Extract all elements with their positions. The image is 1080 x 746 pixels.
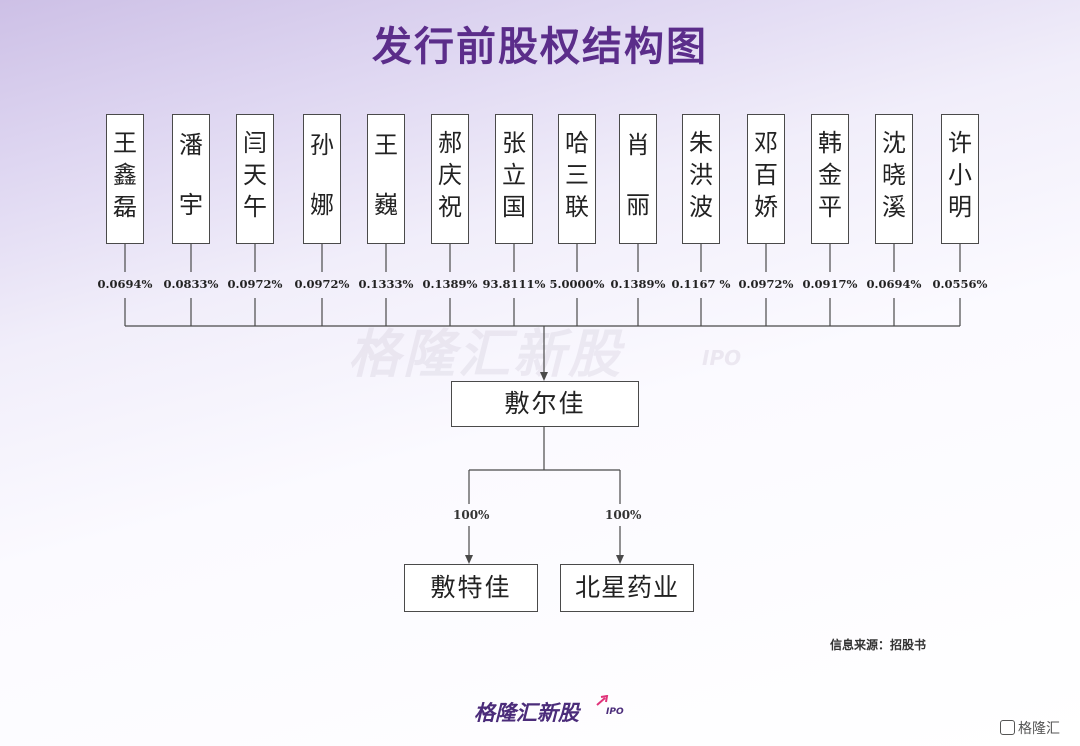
- shareholder-box: 沈晓溪: [875, 114, 913, 244]
- shareholder-name-char: 溪: [882, 193, 906, 221]
- footer-logo-brand: 格隆汇新股: [474, 701, 579, 725]
- shareholding-percent: 0.0972%: [294, 277, 350, 291]
- shareholder-name-char: 联: [565, 193, 589, 221]
- shareholder-name-char: 庆: [438, 161, 462, 189]
- shareholding-percent: 0.1389%: [422, 277, 478, 291]
- shareholding-percent: 0.0694%: [97, 277, 153, 291]
- corner-logo: 格隆汇: [1000, 718, 1060, 738]
- shareholder-box: 王巍: [367, 114, 405, 244]
- footer-logo-ipo: IPO: [606, 707, 624, 717]
- shareholder-box: 哈三联: [558, 114, 596, 244]
- corner-logo-text: 格隆汇: [1018, 721, 1060, 737]
- shareholder-box: 韩金平: [811, 114, 849, 244]
- shareholder-name-char: 金: [818, 161, 842, 189]
- shareholder-name-char: 许: [948, 129, 972, 157]
- shareholding-percent: 0.0972%: [227, 277, 283, 291]
- shareholder-name-char: 鑫: [113, 161, 137, 189]
- shareholder-name-char: 肖: [626, 131, 650, 159]
- shareholder-name-char: 孙: [310, 131, 334, 159]
- page-title: 发行前股权结构图: [372, 24, 708, 70]
- shareholder-box: 郝庆祝: [431, 114, 469, 244]
- logo-arrow-icon: [596, 695, 609, 706]
- shareholding-percent: 0.0917%: [802, 277, 858, 291]
- shareholder-name-char: 波: [689, 193, 713, 221]
- watermark-brand: 格隆汇新股: [348, 325, 624, 385]
- shareholder-name-char: 哈: [565, 129, 589, 157]
- shareholder-box: 朱洪波: [682, 114, 720, 244]
- shareholder-name-char: 韩: [818, 129, 842, 157]
- shareholder-name-char: 张: [502, 129, 526, 157]
- shareholder-name-char: 平: [818, 193, 842, 221]
- shareholding-percent: 0.1333%: [358, 277, 414, 291]
- shareholder-name-char: 朱: [689, 129, 713, 157]
- shareholder-name-char: 国: [502, 193, 526, 221]
- parent-company-box: 敷尔佳: [451, 381, 639, 427]
- shareholder-name-char: 沈: [882, 129, 906, 157]
- subsidiary-percent-1: 100%: [453, 508, 490, 522]
- shareholder-name-char: 晓: [882, 161, 906, 189]
- shareholder-box: 闫天午: [236, 114, 274, 244]
- shareholder-box: 潘宇: [172, 114, 210, 244]
- shareholding-percent: 0.1389%: [610, 277, 666, 291]
- shareholder-name-char: 磊: [113, 193, 137, 221]
- shareholder-box: 许小明: [941, 114, 979, 244]
- shareholder-name-char: 立: [502, 161, 526, 189]
- shareholder-name-char: 午: [243, 193, 267, 221]
- shareholder-name-char: 潘: [179, 131, 203, 159]
- shareholder-name-char: 百: [754, 161, 778, 189]
- shareholder-name-char: 宇: [179, 191, 203, 219]
- shareholder-box: 张立国: [495, 114, 533, 244]
- shareholding-percent: 0.0972%: [738, 277, 794, 291]
- shareholder-name-char: 祝: [438, 193, 462, 221]
- subsidiary-box-1: 敷特佳: [404, 564, 538, 612]
- source-note: 信息来源：招股书: [830, 638, 927, 652]
- shareholding-percent: 0.0694%: [866, 277, 922, 291]
- shareholder-name-char: 娜: [310, 191, 334, 219]
- shareholder-box: 肖丽: [619, 114, 657, 244]
- shareholding-percent: 0.0833%: [163, 277, 219, 291]
- shareholder-name-char: 天: [243, 161, 267, 189]
- shareholder-name-char: 小: [948, 161, 972, 189]
- subsidiary-percent-2: 100%: [605, 508, 642, 522]
- shareholder-name-char: 三: [565, 161, 589, 189]
- subsidiary-box-2: 北星药业: [560, 564, 694, 612]
- sub2-arrow: [616, 555, 624, 564]
- shareholding-percent: 5.0000%: [549, 277, 605, 291]
- shareholder-name-char: 王: [113, 129, 137, 157]
- sub1-arrow: [465, 555, 473, 564]
- shareholder-name-char: 王: [374, 131, 398, 159]
- shareholder-box: 王鑫磊: [106, 114, 144, 244]
- shareholding-percent: 93.8111%: [482, 277, 546, 291]
- shareholder-name-char: 郝: [438, 129, 462, 157]
- shareholding-percent: 0.0556%: [932, 277, 988, 291]
- parent-arrow: [540, 372, 548, 381]
- shareholder-name-char: 邓: [754, 129, 778, 157]
- shareholder-box: 孙娜: [303, 114, 341, 244]
- shareholder-name-char: 洪: [689, 161, 713, 189]
- shareholding-percent: 0.1167 %: [671, 277, 731, 291]
- watermark-ipo: IPO: [702, 346, 742, 370]
- shareholder-name-char: 丽: [626, 191, 650, 219]
- shareholder-box: 邓百娇: [747, 114, 785, 244]
- corner-logo-icon: [1000, 720, 1015, 735]
- shareholder-name-char: 闫: [243, 129, 267, 157]
- shareholder-name-char: 明: [948, 193, 972, 221]
- shareholder-name-char: 娇: [754, 193, 778, 221]
- shareholder-name-char: 巍: [374, 191, 398, 219]
